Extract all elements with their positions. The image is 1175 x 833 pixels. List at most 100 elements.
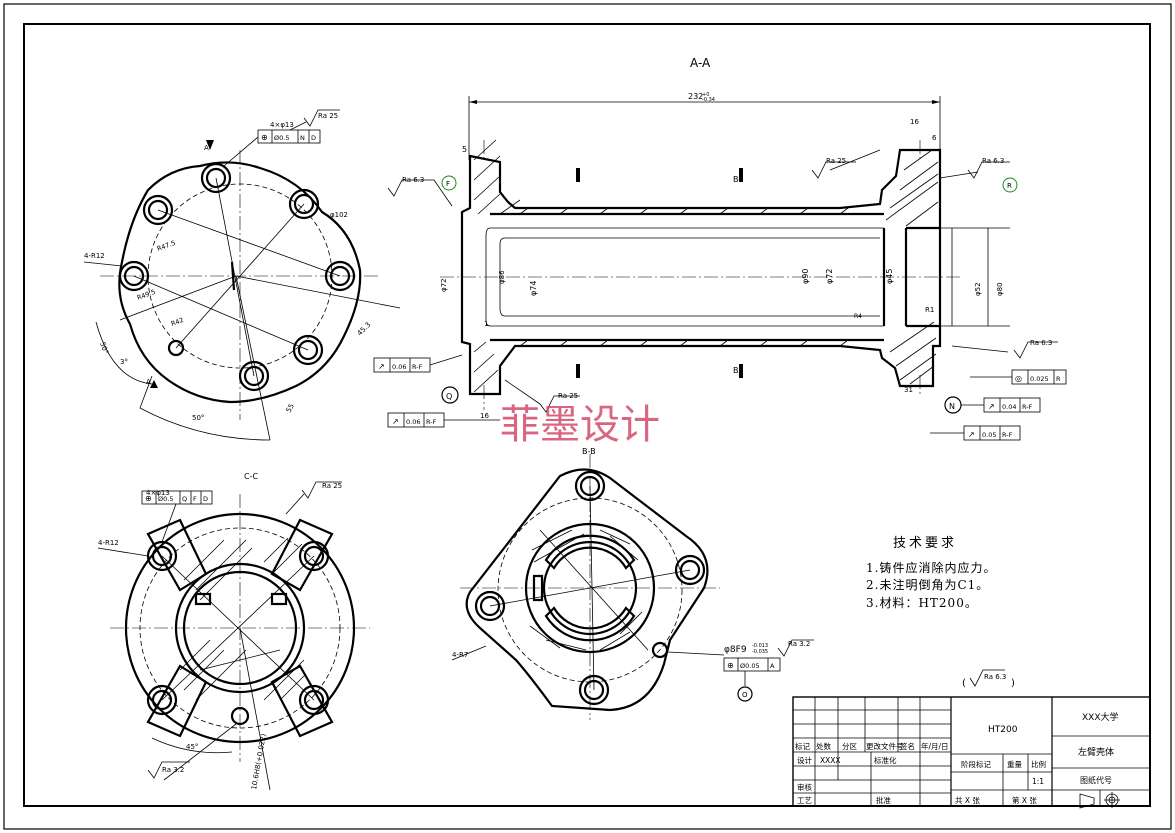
svg-text:批准: 批准 [876,795,891,805]
flange-end-view: φ102 R47.5 R49.5 R42 4-R12 50° 3° 50° 55… [83,109,401,441]
svg-text:Ra 25: Ra 25 [826,157,846,165]
school-name: XXX大学 [1082,711,1119,723]
svg-text:1:1: 1:1 [1032,777,1044,786]
tech-req-item: 2.未注明倒角为C1。 [866,577,989,592]
svg-text:): ) [1011,678,1015,689]
svg-text:共 X 张: 共 X 张 [955,796,980,805]
svg-text:0.04: 0.04 [1002,403,1016,411]
svg-text:Ø0.5: Ø0.5 [274,134,289,142]
svg-text:比例: 比例 [1031,759,1046,769]
svg-text:55: 55 [285,402,296,414]
svg-text:A: A [770,662,775,670]
svg-text:R1: R1 [925,306,934,314]
svg-text:R: R [1007,182,1012,190]
svg-text:F: F [193,495,197,503]
gdt-frame-runout-bottom-right: ↗ 0.05 R-F [930,425,1021,441]
svg-text:Ra 6.3: Ra 6.3 [402,176,424,184]
svg-text:Ra 25: Ra 25 [558,392,578,400]
svg-text:标记: 标记 [795,741,810,751]
projection-symbol-icon [1079,792,1120,809]
tech-req-title: 技术要求 [893,536,957,551]
gdt-frame-holes-top: ⊕ Ø0.5 N D [223,129,321,167]
svg-text:更改文件号: 更改文件号 [866,741,904,751]
svg-text:-0.035: -0.035 [752,649,768,655]
tech-req-item: 1.铸件应消除内应力。 [866,560,996,575]
svg-text:16: 16 [910,118,919,126]
gdt-frame-phi8: ⊕ Ø0.05 A [667,651,781,672]
svg-text:↗: ↗ [378,362,385,371]
section-a-a-view: A-A 232 +0 -0.34 [373,56,1067,441]
svg-text:Q: Q [446,392,452,401]
svg-text:0.06: 0.06 [392,363,406,371]
svg-text:4×φ13: 4×φ13 [146,489,170,497]
svg-text:45°: 45° [186,743,198,751]
svg-text:Q: Q [182,495,187,503]
svg-text:Ra 25: Ra 25 [322,482,342,490]
svg-text:50°: 50° [192,414,204,422]
svg-text:R4: R4 [854,313,862,320]
gdt-frame-concentricity: ◎ 0.025 R [970,369,1067,385]
svg-text:φ72: φ72 [440,278,448,292]
drawing-frame [23,23,1151,807]
tech-req-item: 3.材料：HT200。 [866,596,978,610]
svg-text:↗: ↗ [968,430,975,439]
svg-text:4-R7: 4-R7 [452,651,468,659]
section-c-c-title: C-C [244,472,258,481]
svg-text:31: 31 [904,386,913,394]
title-block: 标记 处数 分区 更改文件号 签名 年/月/日 设计 XXXX 标准化 审核 工… [792,696,1151,809]
svg-text:D: D [203,495,208,503]
svg-text:D: D [311,134,316,142]
svg-text:6: 6 [932,134,937,142]
svg-text:Ra 3.2: Ra 3.2 [788,640,810,648]
svg-text:标准化: 标准化 [874,755,897,765]
svg-text:⊕: ⊕ [727,661,734,670]
svg-text:0.025: 0.025 [1030,375,1049,383]
svg-text:O: O [742,691,748,699]
svg-text:设计: 设计 [797,755,812,765]
svg-text:5: 5 [462,145,467,154]
svg-text:φ86: φ86 [498,270,506,284]
svg-text:4-R12: 4-R12 [84,252,105,260]
svg-text:Ø0.05: Ø0.05 [740,662,760,670]
svg-text:阶段标记: 阶段标记 [961,759,991,769]
svg-text:Ø0.5: Ø0.5 [158,495,173,503]
svg-text:处数: 处数 [816,741,831,751]
svg-text:0.05: 0.05 [982,431,996,439]
technical-requirements: 技术要求 1.铸件应消除内应力。 2.未注明倒角为C1。 3.材料：HT200。 [866,536,996,610]
svg-text:R-F: R-F [426,418,437,426]
svg-text:A: A [146,378,151,386]
svg-text:↗: ↗ [988,402,995,411]
watermark: 菲墨设计 [500,402,660,448]
svg-text:4×φ13: 4×φ13 [270,121,294,129]
svg-text:Ra 6.3: Ra 6.3 [984,673,1006,681]
svg-text:R42: R42 [170,316,185,328]
part-name: 左臂壳体 [1078,746,1114,758]
svg-text:φ74: φ74 [529,281,538,296]
svg-text:◎: ◎ [1015,374,1022,383]
svg-text:Ra 25: Ra 25 [318,112,338,120]
svg-text:B: B [733,366,739,375]
svg-text:φ45: φ45 [885,269,894,284]
svg-text:N: N [300,134,305,142]
svg-text:50°: 50° [98,341,110,355]
svg-text:N: N [949,402,955,411]
svg-text:R-F: R-F [412,363,423,371]
svg-text:φ102: φ102 [330,211,348,219]
svg-text:φ72: φ72 [825,269,834,284]
svg-text:Ra 6.3: Ra 6.3 [1030,339,1052,347]
svg-text:F: F [446,180,450,188]
material-cell: HT200 [988,725,1018,735]
svg-text:工艺: 工艺 [797,796,812,805]
svg-text:φ8F9: φ8F9 [724,645,747,655]
svg-text:3°: 3° [120,358,128,366]
gdt-frame-runout-bottom: ↗ 0.06 R-F [387,412,500,428]
section-a-a-title: A-A [690,56,711,70]
svg-text:年/月/日: 年/月/日 [921,741,949,751]
svg-text:-0.34: -0.34 [702,97,715,103]
svg-text:XXXX: XXXX [820,756,841,765]
svg-text:审核: 审核 [797,782,812,792]
section-b-b-view: B-B 4-R7 φ8F9 -0.013 -0.035 ⊕ Ø0.05 [451,447,814,720]
svg-text:(: ( [962,678,966,689]
svg-text:Ra 6.3: Ra 6.3 [982,157,1004,165]
